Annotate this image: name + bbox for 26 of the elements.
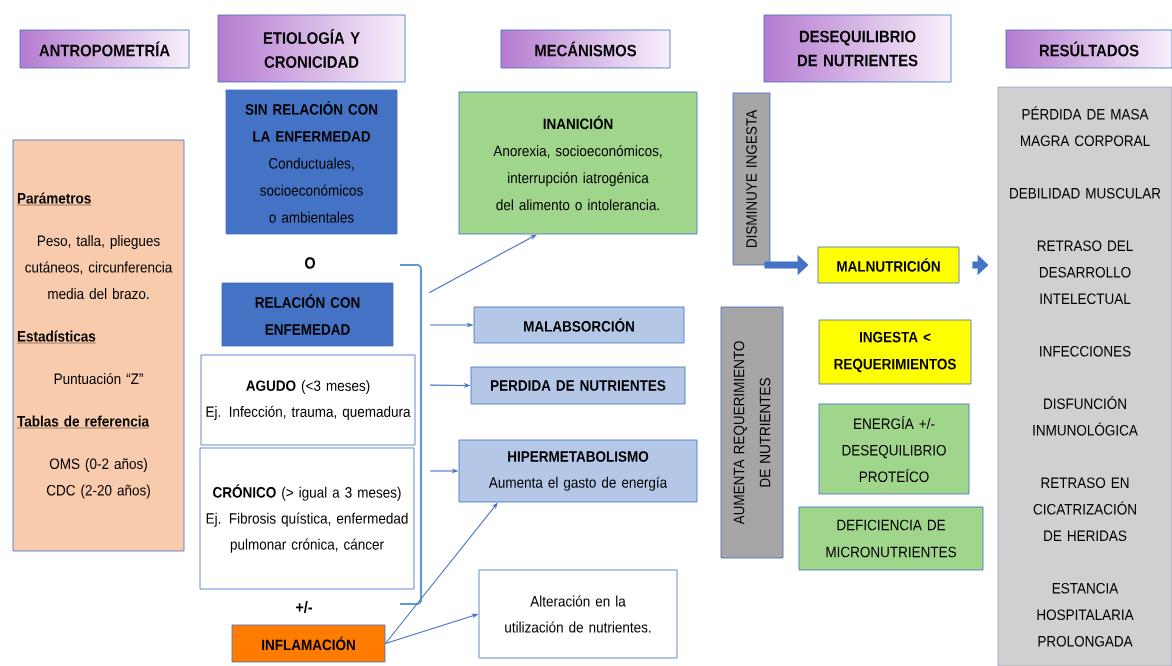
mechanism-box: MALABSORCIÓN [473, 306, 685, 344]
category-box: SIN RELACIÓN CON LA ENFERMEDAD Conductuales, socioeconómicos o ambientales [225, 89, 398, 235]
vertical-box: DISMINUYE INGESTA [732, 92, 771, 266]
text-box: CRÓNICO (> igual a 3 meses) Ej. Fibrosis quística, enfermedad pulmonar crónica, cáncer [199, 447, 415, 590]
heading-box: RESÚLTADOS [1005, 29, 1172, 69]
result-panel: PÉRDIDA DE MASA MAGRA CORPORAL DEBILIDAD MUSCULAR RETRASO DEL DESARROLLO INTELECTUAL INFECCIONES DISFUNCIÓN INMUNOLÓGICA RETRASO EN CICATRIZACIÓN DE HERIDAS ESTANCIA HOSPITALARIA PROLONGADA [997, 86, 1172, 666]
connector-word: +/- [296, 601, 313, 613]
highlight-box: MALNUTRICIÓN [817, 246, 960, 284]
heading-box: DESEQUILIBRIO DE NUTRIENTES [763, 14, 952, 83]
text-box: ENERGÍA +/- DESEQUILIBRIO PROTEÍCO [818, 403, 970, 495]
vertical-box: AUMENTA REQUERIMIENTO DE NUTRIENTES [720, 306, 784, 559]
text-box: DEFICIENCIA DE MICRONUTRIENTES [798, 506, 984, 571]
heading-box: ANTROPOMETRÍA [19, 29, 190, 69]
text-box: INANICIÓN Anorexia, socioeconómicos, interrupción iatrogénica del alimento o intolerancia. [458, 91, 698, 235]
text-box: AGUDO (<3 meses) Ej. Infección, trauma, quemadura [200, 354, 416, 446]
heading-box: ETIOLOGÍA Y CRONICIDAD [217, 14, 406, 83]
category-box: INFLAMACIÓN [231, 624, 386, 663]
heading-box: MECÁNISMOS [500, 29, 671, 69]
connector-word: O [305, 257, 315, 269]
mechanism-box: HIPERMETABOLISMO Aumenta el gasto de energía [458, 439, 698, 503]
parameter-box: Parámetros Peso, talla, pliegues cutáneos, circunferencia media del brazo. Estadísticas Puntuación “Z” Tablas de referencia OMS (0-2 años) CDC (2-20 años) [12, 139, 185, 552]
category-box: RELACIÓN CON ENFEMEDAD [221, 282, 394, 347]
highlight-box: INGESTA < REQUERIMIENTOS [818, 319, 972, 385]
text-box: Alteración en la utilización de nutrientes. [478, 569, 678, 659]
arrow [428, 234, 537, 294]
mechanism-box: PERDIDA DE NUTRIENTES [470, 366, 686, 405]
